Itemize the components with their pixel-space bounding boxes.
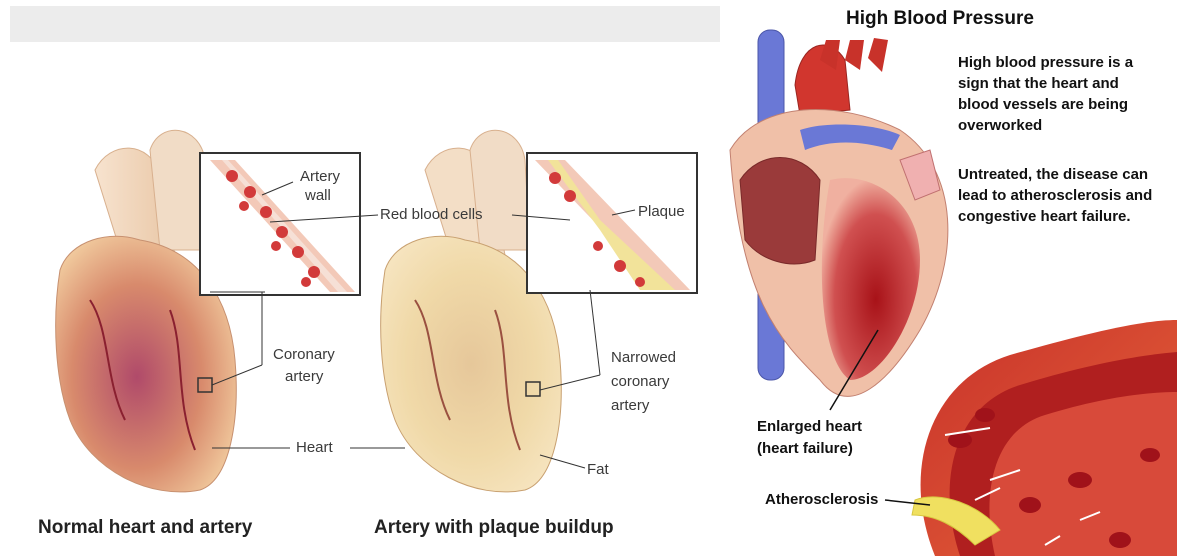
label-plaque: Plaque — [638, 203, 685, 221]
label-narrowed-2: coronary — [611, 373, 669, 391]
label-fat: Fat — [587, 461, 609, 479]
label-enlarged-heart-1: Enlarged heart — [757, 416, 862, 437]
label-coronary-2: artery — [285, 368, 323, 386]
para2-line: Untreated, the disease can — [958, 164, 1152, 185]
label-heart: Heart — [296, 439, 333, 457]
para1-line: sign that the heart and — [958, 73, 1133, 94]
label-coronary-1: Coronary — [273, 346, 335, 364]
label-artery-wall-2: wall — [305, 187, 331, 205]
caption-normal-heart: Normal heart and artery — [38, 517, 252, 539]
para2-line: congestive heart failure. — [958, 206, 1152, 227]
para1-line: blood vessels are being — [958, 94, 1133, 115]
label-enlarged-heart-2: (heart failure) — [757, 438, 853, 459]
caption-plaque-buildup: Artery with plaque buildup — [374, 517, 614, 539]
para2-line: lead to atherosclerosis and — [958, 185, 1152, 206]
paragraph-1: High blood pressure is a sign that the h… — [958, 52, 1133, 136]
paragraph-2: Untreated, the disease can lead to ather… — [958, 164, 1152, 227]
title-high-blood-pressure: High Blood Pressure — [846, 8, 1034, 29]
label-red-blood-cells: Red blood cells — [380, 206, 483, 224]
enlarged-heart-figure — [730, 30, 948, 396]
label-narrowed-1: Narrowed — [611, 349, 676, 367]
label-atherosclerosis: Atherosclerosis — [765, 489, 878, 510]
para1-line: overworked — [958, 115, 1133, 136]
atherosclerosis-vessel-figure — [912, 320, 1177, 556]
label-artery-wall-1: Artery — [300, 168, 340, 186]
para1-line: High blood pressure is a — [958, 52, 1133, 73]
label-narrowed-3: artery — [611, 397, 649, 415]
